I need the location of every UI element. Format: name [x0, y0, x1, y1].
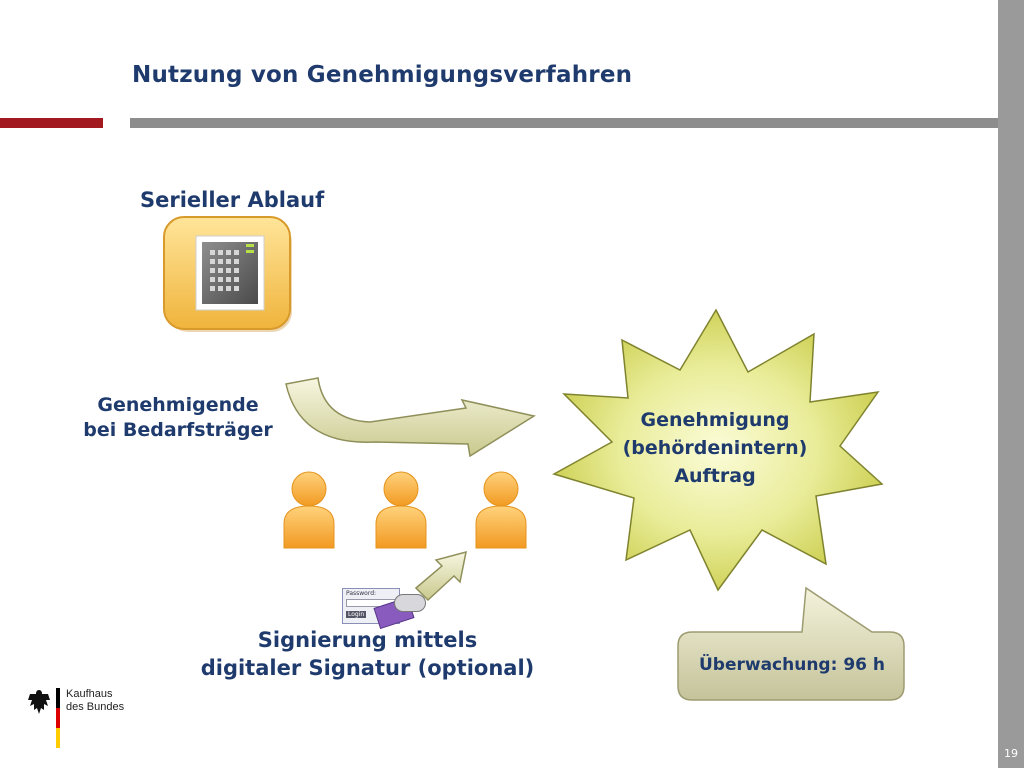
approval-label: Genehmigung (behördenintern) Auftrag [590, 406, 840, 490]
person-icon [475, 471, 527, 549]
eagle-icon [28, 690, 50, 714]
person-icon [375, 471, 427, 549]
login-card-illustration: Password: Login [340, 586, 430, 630]
page-number: 19 [1004, 747, 1018, 760]
organization-logo-text: Kaufhaus des Bundes [66, 688, 125, 713]
password-label: Password: [346, 590, 377, 597]
signature-label: Signierung mittels digitaler Signatur (o… [170, 626, 565, 682]
person-icon [283, 471, 335, 549]
diagonal-arrow-icon [414, 550, 467, 602]
approval-label-text: Genehmigung (behördenintern) Auftrag [622, 409, 808, 487]
page-title: Nutzung von Genehmigungsverfahren [132, 62, 633, 88]
signature-label-text: Signierung mittels digitaler Signatur (o… [200, 628, 535, 680]
right-side-bar [998, 0, 1024, 768]
title-accent-red [0, 118, 103, 128]
german-flag-stripe [56, 688, 60, 748]
section-subtitle: Serieller Ablauf [140, 188, 325, 212]
approver-label-text: Genehmigende bei Bedarfsträger [83, 394, 273, 441]
approval-starburst [552, 308, 884, 592]
approver-label: Genehmigende bei Bedarfsträger [60, 393, 296, 443]
login-button: Login [346, 611, 367, 618]
monitoring-callout [677, 586, 905, 701]
title-divider [130, 118, 998, 128]
monitoring-label: Überwachung: 96 h [698, 655, 885, 675]
mouse-icon [394, 594, 426, 612]
building-icon [163, 216, 292, 332]
curved-arrow-icon [285, 377, 536, 458]
